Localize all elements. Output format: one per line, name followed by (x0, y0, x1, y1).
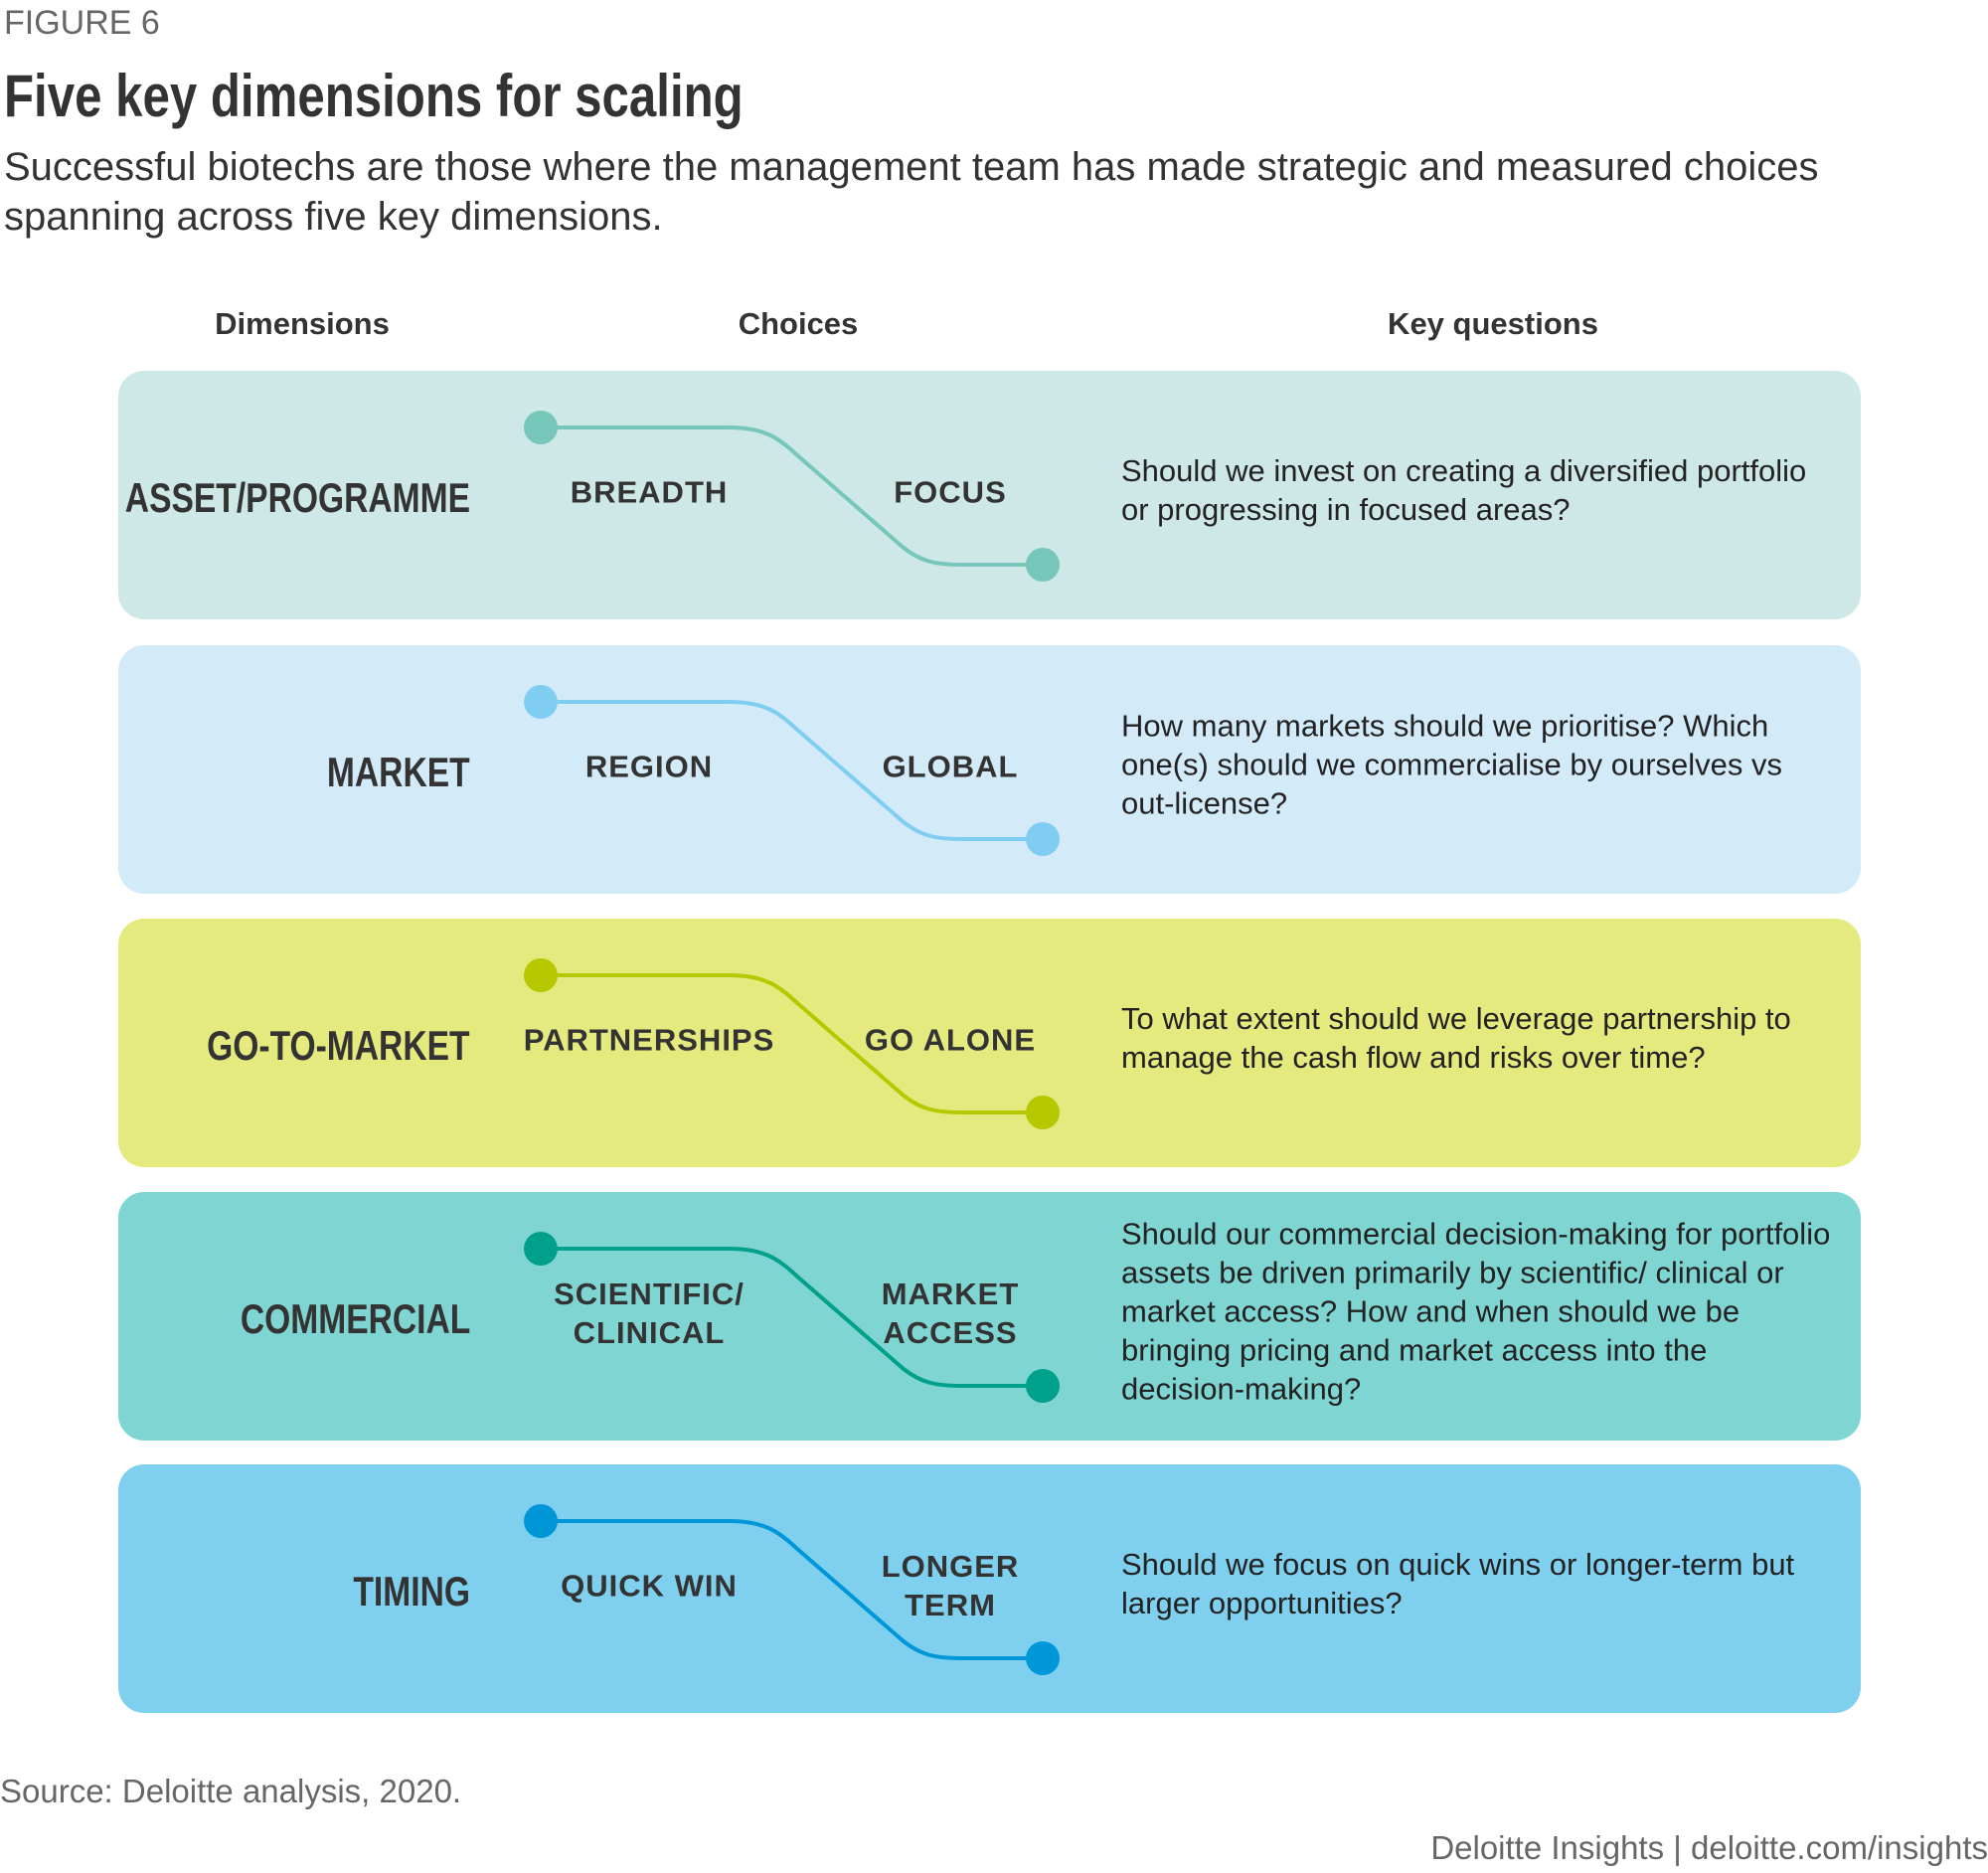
choice-right-label: LONGER TERM (881, 1549, 1020, 1622)
source-note: Source: Deloitte analysis, 2020. (0, 1773, 462, 1809)
end-dot (1026, 1096, 1060, 1129)
dimension-row: ASSET/PROGRAMME BREADTH FOCUS Should we inv… (118, 371, 1861, 619)
key-question: To what extent should we leverage partne… (1121, 1001, 1791, 1075)
header-dimensions: Dimensions (215, 306, 390, 341)
header-key-questions: Key questions (1388, 306, 1598, 341)
dimension-label: MARKET (327, 749, 470, 795)
choice-right-label: FOCUS (894, 474, 1007, 510)
footer-credit: Deloitte Insights | deloitte.com/insight… (1430, 1829, 1988, 1866)
figure-subtitle: Successful biotechs are those where the … (4, 145, 1819, 239)
start-dot (524, 1504, 558, 1538)
dimension-row: TIMING QUICK WIN LONGER TERM Should we focu… (118, 1464, 1861, 1713)
choice-left-label: BREADTH (570, 474, 729, 510)
choice-connector (524, 411, 1060, 582)
header-choices: Choices (738, 306, 859, 341)
dimension-row: COMMERCIAL SCIENTIFIC/ CLINICAL MARKET ACC… (118, 1192, 1861, 1441)
choice-left-label: SCIENTIFIC/ CLINICAL (554, 1277, 745, 1350)
start-dot (524, 685, 558, 719)
connector-line (541, 700, 1043, 841)
choice-right-label: MARKET ACCESS (881, 1277, 1020, 1350)
connector-line (541, 1247, 1043, 1388)
choice-left-label: QUICK WIN (561, 1568, 738, 1604)
choice-left-label: REGION (584, 749, 714, 784)
choice-right-label: GO ALONE (864, 1022, 1037, 1058)
start-dot (524, 411, 558, 444)
choice-connector (524, 958, 1060, 1129)
connector-line (541, 973, 1043, 1114)
connector-line (541, 426, 1043, 567)
end-dot (1026, 1369, 1060, 1403)
connector-line (541, 1519, 1043, 1660)
key-question: Should we focus on quick wins or longer-… (1121, 1547, 1795, 1620)
key-question: How many markets should we prioritise? W… (1121, 708, 1783, 821)
figure-title: Five key dimensions for scaling (4, 63, 744, 129)
dimension-row: MARKET REGION GLOBAL How many markets shoul… (118, 645, 1861, 894)
choice-connector (524, 685, 1060, 856)
end-dot (1026, 1641, 1060, 1675)
dimension-label: GO-TO-MARKET (207, 1022, 470, 1069)
start-dot (524, 1232, 558, 1266)
choice-connector (524, 1232, 1060, 1403)
dimension-label: TIMING (353, 1568, 470, 1615)
figure-label: FIGURE 6 (4, 4, 160, 42)
start-dot (524, 958, 558, 992)
choice-connector (524, 1504, 1060, 1675)
dimension-label: ASSET/PROGRAMME (124, 474, 470, 521)
key-question: Should we invest on creating a diversifi… (1121, 453, 1807, 527)
key-question: Should our commercial decision-making fo… (1121, 1216, 1831, 1407)
choice-left-label: PARTNERSHIPS (523, 1022, 775, 1058)
end-dot (1026, 822, 1060, 856)
choice-right-label: GLOBAL (882, 749, 1019, 784)
dimension-row: GO-TO-MARKET PARTNERSHIPS GO ALONE To what … (118, 919, 1861, 1167)
dimension-label: COMMERCIAL (240, 1295, 470, 1342)
end-dot (1026, 548, 1060, 582)
